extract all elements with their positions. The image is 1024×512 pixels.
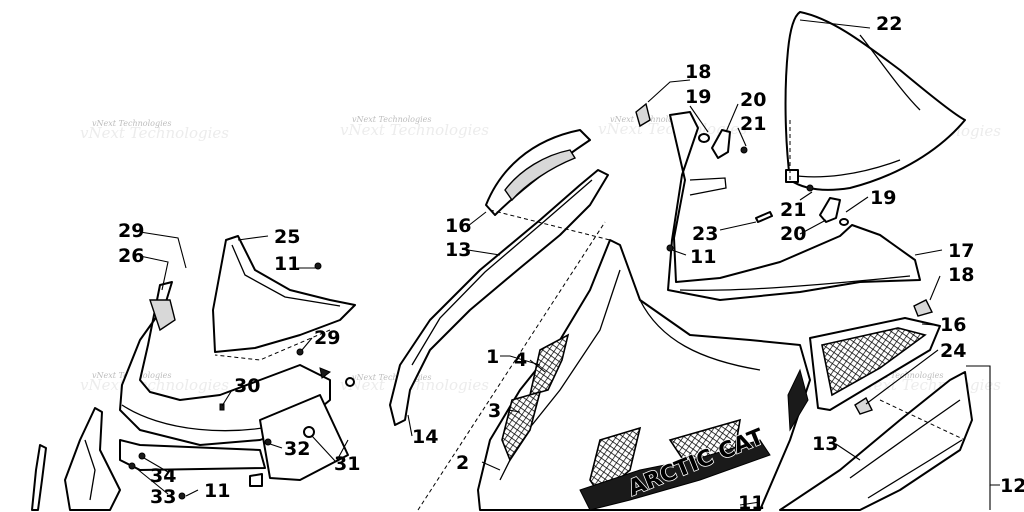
watermark-shadow: vNext Technologies bbox=[340, 376, 489, 394]
watermark-shadow: vNext Technologies bbox=[80, 124, 229, 142]
side-panel-right bbox=[779, 371, 973, 511]
callout-18: 18 bbox=[948, 264, 974, 286]
callout-17: 17 bbox=[948, 240, 974, 262]
callout-18: 18 bbox=[685, 61, 711, 83]
callout-16: 16 bbox=[940, 314, 966, 336]
callout-30: 30 bbox=[234, 375, 260, 397]
lower-bracket bbox=[119, 348, 355, 500]
watermark: vNext Technologies bbox=[352, 373, 431, 382]
callout-33: 33 bbox=[150, 486, 176, 508]
callout-29: 29 bbox=[314, 327, 340, 349]
windshield bbox=[784, 11, 966, 191]
callout-20: 20 bbox=[780, 223, 806, 245]
windshield-hardware-left bbox=[635, 102, 748, 159]
hood-main: ARCTIC CAT bbox=[477, 239, 811, 511]
far-left-parts bbox=[31, 407, 121, 511]
callout-12: 12 bbox=[1000, 475, 1024, 497]
callout-24: 24 bbox=[940, 340, 966, 362]
trim-strip-left bbox=[389, 169, 609, 426]
callout-4: 4 bbox=[514, 349, 527, 371]
callout-34: 34 bbox=[150, 465, 176, 487]
callout-19: 19 bbox=[685, 86, 711, 108]
callout-13: 13 bbox=[445, 239, 471, 261]
dash-panel bbox=[212, 235, 356, 353]
callout-13: 13 bbox=[812, 433, 838, 455]
callout-16: 16 bbox=[445, 215, 471, 237]
callout-20: 20 bbox=[740, 89, 766, 111]
callout-29: 29 bbox=[118, 220, 144, 242]
watermark: vNext Technologies bbox=[352, 115, 431, 124]
callout-22: 22 bbox=[876, 13, 902, 35]
callouts: 22 18 19 20 21 21 19 20 23 11 17 18 16 1… bbox=[118, 13, 1024, 512]
callout-1: 1 bbox=[486, 346, 499, 368]
watermark-shadow: vNext Technologies bbox=[340, 121, 489, 139]
callout-32: 32 bbox=[284, 438, 310, 460]
callout-19: 19 bbox=[870, 187, 896, 209]
watermark-shadow: vNext Technologies bbox=[80, 376, 229, 394]
callout-11: 11 bbox=[274, 253, 300, 275]
callout-23: 23 bbox=[692, 223, 718, 245]
windshield-mount bbox=[785, 169, 799, 183]
callout-21: 21 bbox=[780, 199, 806, 221]
callout-3: 3 bbox=[488, 400, 501, 422]
callout-26: 26 bbox=[118, 245, 144, 267]
callout-11: 11 bbox=[738, 492, 764, 512]
hood-upper-frame bbox=[666, 111, 921, 301]
callout-31: 31 bbox=[334, 453, 360, 475]
callout-21: 21 bbox=[740, 113, 766, 135]
callout-2: 2 bbox=[456, 452, 469, 474]
callout-25: 25 bbox=[274, 226, 300, 248]
vent-panel-right bbox=[809, 317, 941, 411]
watermark: vNext Technologies bbox=[92, 119, 171, 128]
leader-lines bbox=[135, 19, 1000, 511]
callout-11: 11 bbox=[690, 246, 716, 268]
callout-14: 14 bbox=[412, 426, 438, 448]
pin bbox=[755, 211, 773, 223]
side-panel-upper-left bbox=[485, 129, 591, 216]
callout-11: 11 bbox=[204, 480, 230, 502]
